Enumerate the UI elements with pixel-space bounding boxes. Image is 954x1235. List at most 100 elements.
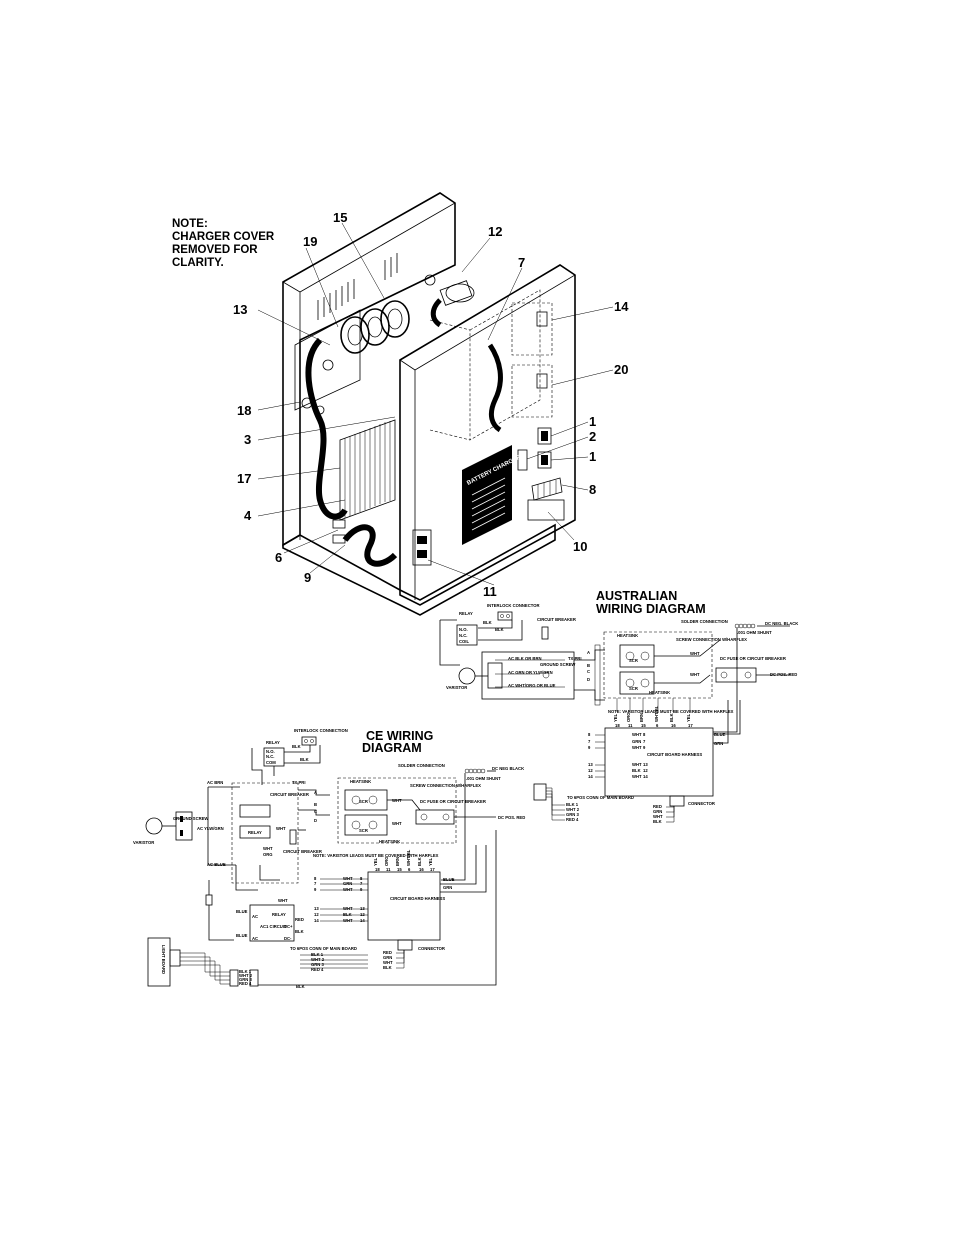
au-left-pinr-3: 13	[643, 762, 648, 767]
ce-dc-pos-label: DC POS. RED	[498, 815, 525, 820]
au-main-wire-0	[546, 787, 565, 806]
ce-heatsink-label-2: HEATSINK	[379, 839, 400, 844]
ce-relay-label-3: RELAY	[272, 912, 286, 917]
ce-conn-wire-3: BLK	[383, 965, 392, 970]
au-letter-d: D	[587, 677, 590, 682]
fuse-holder	[439, 280, 475, 306]
callout-1a: 1	[589, 414, 596, 429]
au-wht-label-2: WHT	[690, 672, 700, 677]
au-conn-line-3	[666, 806, 675, 823]
ce-conn-line-0	[396, 950, 405, 954]
callout-1b: 1	[589, 449, 596, 464]
callout-17: 17	[237, 471, 251, 486]
au-ground-label: GROUND SCREW	[540, 662, 575, 667]
note-line-3: REMOVED FOR	[172, 244, 258, 256]
au-conn-wire-2: WHT	[653, 814, 663, 819]
au-conn-line-2	[666, 806, 675, 818]
ce-left-color-2: WHT	[343, 887, 353, 892]
callout-6: 6	[275, 550, 282, 565]
au-top-color-5: YEL	[686, 713, 691, 722]
ce-tx-label: TX PRI	[292, 780, 306, 785]
callout-20: 20	[614, 362, 628, 377]
au-blue-label: BLUE	[714, 732, 726, 737]
ce-dc-neg-label: DC NEG BLACK	[492, 766, 524, 771]
callout-4: 4	[244, 508, 252, 523]
callout-13: 13	[233, 302, 247, 317]
ce-left-pin-2: 9	[314, 887, 317, 892]
ce-red-label-1: RED	[295, 917, 304, 922]
au-grn-label: GRN	[714, 741, 723, 746]
au-blk-label-2: BLK	[495, 627, 504, 632]
ce-top-color-1: ORG	[384, 856, 389, 866]
au-main-pin-1: WHT 2	[566, 807, 580, 812]
ce-light-pin-1: WHT 2	[239, 973, 253, 978]
au-screw-label: SCREW CONNECTION W/HARFLEX	[676, 637, 747, 642]
ce-main-pin-3: RED 4	[311, 967, 324, 972]
ce-breaker-label-1: CIRCUIT BREAKER	[270, 792, 309, 797]
ce-blk-4: BLK	[296, 984, 305, 989]
au-heatsink-label-2: HEATSINK	[649, 690, 670, 695]
au-top-color-1: ORG	[626, 712, 631, 722]
front-connector	[527, 477, 565, 521]
au-nc-label: N.C.	[459, 633, 467, 638]
au-heatsink-label-1: HEATSINK	[617, 633, 638, 638]
ce-top-pin-4: 16	[419, 867, 424, 872]
au-top-pin-1: 11	[628, 723, 633, 728]
au-harness-label: CIRCUIT BOARD HARNESS	[647, 752, 702, 757]
au-left-pin-3: 13	[588, 762, 593, 767]
ce-left-pinr-5: 14	[360, 918, 365, 923]
au-left-pinr-2: 9	[643, 745, 646, 750]
ce-connector-label: CONNECTOR	[418, 946, 445, 951]
front-switches	[517, 427, 552, 471]
charger-illustration: BATTERY CHARGER	[233, 192, 629, 616]
ce-title-1: CE WIRING	[366, 729, 433, 743]
callout-numbers: 15 12 19 7 13 14 20 18 1 2 3 1 17 8 4 10…	[233, 210, 629, 599]
ce-left-color-5: WHT	[343, 918, 353, 923]
ce-conn-wire-1: GRN	[383, 955, 392, 960]
au-left-pinr-0: 8	[643, 732, 646, 737]
ce-wht-1: WHT	[276, 826, 286, 831]
au-letter-a: A	[587, 650, 590, 655]
au-connector-label: CONNECTOR	[688, 801, 715, 806]
ce-title-2: DIAGRAM	[362, 741, 422, 755]
ce-scr-label-1: SCR	[359, 799, 368, 804]
callout-7: 7	[518, 255, 525, 270]
au-coil-label: COIL	[459, 639, 469, 644]
au-ac-blk-label: AC BLK OR BRN	[508, 656, 542, 661]
au-left-pin-1: 7	[588, 739, 591, 744]
au-scr-label-2: SCR	[629, 686, 638, 691]
ce-left-pinr-0: 8	[360, 876, 363, 881]
ce-to-main-label: TO 6POS CONN OF MAIN BOARD	[290, 946, 357, 951]
ce-light-pin-3: RED 4	[239, 981, 252, 986]
au-left-color-5: WHT	[632, 774, 642, 779]
ce-conn-wire-0: RED	[383, 950, 392, 955]
callout-19: 19	[303, 234, 317, 249]
au-letter-b: B	[587, 663, 590, 668]
ce-light-board-label: LIGHT BOARD	[161, 945, 166, 974]
au-relay-label: RELAY	[459, 611, 473, 616]
callout-8: 8	[589, 482, 596, 497]
ce-relay-label-1: RELAY	[266, 740, 280, 745]
ce-shunt-label: .001 OHM SHUNT	[466, 776, 501, 781]
au-left-pinr-4: 12	[643, 768, 648, 773]
callout-15: 15	[333, 210, 347, 225]
ce-blue-label-1: BLUE	[236, 909, 248, 914]
ce-varistor-note: NOTE: VARISTOR LEADS MUST BE COVERED WIT…	[313, 853, 439, 858]
ce-top-pin-0: 18	[375, 867, 380, 872]
au-left-color-2: WHT	[632, 745, 642, 750]
australian-title-1: AUSTRALIAN	[596, 589, 677, 603]
callout-12: 12	[488, 224, 502, 239]
ce-scr-label-2: SCR	[359, 828, 368, 833]
ce-wht-4: WHT	[392, 798, 402, 803]
ce-left-pin-4: 12	[314, 912, 319, 917]
au-dc-neg-label: DC NEG. BLACK	[765, 621, 798, 626]
au-left-color-3: WHT	[632, 762, 642, 767]
ce-light-pin-2: GRN 3	[239, 977, 252, 982]
au-interlock-label: INTERLOCK CONNECTOR	[487, 603, 540, 608]
ce-left-pin-3: 13	[314, 906, 319, 911]
